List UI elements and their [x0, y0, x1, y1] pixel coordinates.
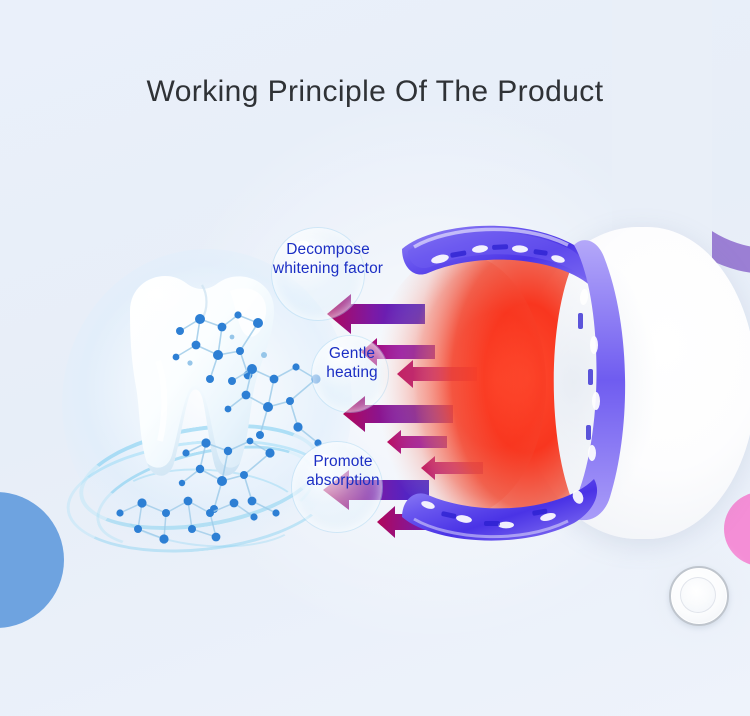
- power-button[interactable]: [669, 566, 729, 626]
- molecule-cluster: [220, 351, 332, 471]
- label-gentle-heating-line1: Gentle: [328, 345, 376, 362]
- led-whitening-device: [370, 205, 750, 655]
- molecule-cluster: [166, 293, 286, 403]
- label-decompose-line1: Decompose: [286, 241, 370, 258]
- label-bubble: [292, 442, 382, 532]
- power-button-inner[interactable]: [680, 577, 716, 613]
- page-title: Working Principle Of The Product: [146, 75, 604, 108]
- label-decompose: Decompose whitening factor: [243, 240, 413, 278]
- label-promote-absorption: Promote absorption: [278, 452, 408, 490]
- led-mouthpiece: [370, 205, 626, 565]
- white-tooth-icon: [104, 265, 300, 493]
- label-gentle-heating-line2: heating: [326, 364, 378, 381]
- label-promote-absorption-line1: Promote: [313, 453, 373, 470]
- molecule-cluster: [176, 427, 296, 543]
- molecule-cluster: [112, 491, 262, 557]
- label-gentle-heating: Gentle heating: [304, 344, 400, 382]
- label-decompose-line2: whitening factor: [272, 260, 384, 277]
- label-bubble: [272, 228, 364, 320]
- label-promote-absorption-line2: absorption: [306, 472, 380, 489]
